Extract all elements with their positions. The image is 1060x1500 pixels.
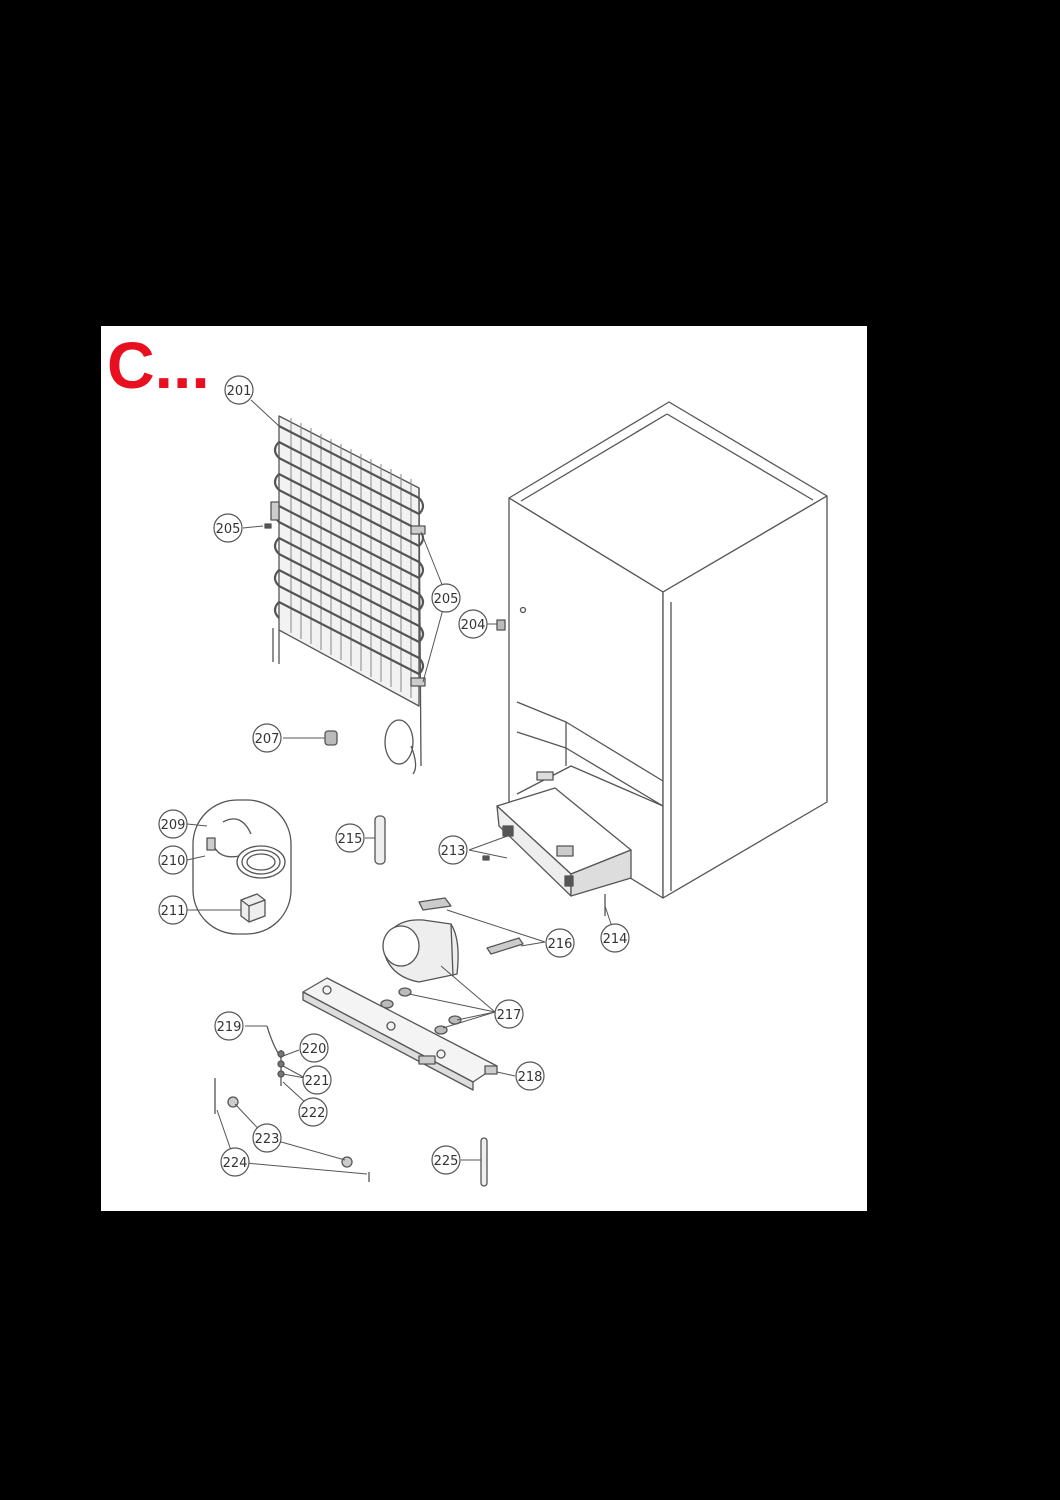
- power-cord-group: [192, 799, 292, 935]
- callout-224: 224: [220, 1147, 250, 1177]
- exploded-parts-diagram: 201 205 205 204 207 209: [158, 375, 828, 1187]
- callout-label: 205: [434, 592, 459, 607]
- callout-label: 209: [161, 818, 186, 833]
- callout-label: 225: [434, 1154, 459, 1169]
- callout-label: 214: [603, 932, 628, 947]
- small-hardware: [214, 1025, 488, 1187]
- callout-label: 223: [255, 1132, 280, 1147]
- callout-205-right: 205: [431, 583, 461, 613]
- callout-219: 219: [214, 1011, 244, 1041]
- callout-label: 216: [548, 937, 573, 952]
- callout-204: 204: [458, 609, 488, 639]
- screw-204: [496, 619, 506, 631]
- callout-217: 217: [494, 999, 524, 1029]
- callout-label: 210: [161, 854, 186, 869]
- callout-214: 214: [600, 923, 630, 953]
- condenser-coil: [264, 415, 426, 775]
- callout-label: 221: [305, 1074, 330, 1089]
- callout-215: 215: [335, 823, 365, 853]
- callout-label: 204: [461, 618, 486, 633]
- callout-216: 216: [545, 928, 575, 958]
- callout-201: 201: [224, 375, 254, 405]
- callout-205: 205: [213, 513, 243, 543]
- callout-label: 217: [497, 1008, 522, 1023]
- callout-221: 221: [302, 1065, 332, 1095]
- callout-label: 215: [338, 832, 363, 847]
- compressor: [380, 897, 524, 1035]
- diagram-sheet: 201 205 205 204 207 209: [101, 326, 867, 1211]
- leader-lines: [186, 399, 616, 1175]
- section-letter: C...: [107, 328, 210, 402]
- callout-220: 220: [299, 1033, 329, 1063]
- callout-label: 205: [216, 522, 241, 537]
- callout-label: 201: [227, 384, 252, 399]
- callout-210: 210: [158, 845, 188, 875]
- callout-label: 213: [441, 844, 466, 859]
- callout-207: 207: [252, 723, 282, 753]
- callout-218: 218: [515, 1061, 545, 1091]
- callout-label: 224: [223, 1156, 248, 1171]
- base-plate: [302, 977, 498, 1091]
- tube-215: [374, 815, 386, 865]
- callout-label: 220: [302, 1042, 327, 1057]
- callout-209: 209: [158, 809, 188, 839]
- callout-211: 211: [158, 895, 188, 925]
- callout-label: 219: [217, 1020, 242, 1035]
- callout-label: 207: [255, 732, 280, 747]
- callout-label: 211: [161, 904, 186, 919]
- callout-223: 223: [252, 1123, 282, 1153]
- drip-tray: [482, 787, 632, 916]
- callouts: 201 205 205 204 207 209: [158, 375, 630, 1177]
- callout-222: 222: [298, 1097, 328, 1127]
- callout-225: 225: [431, 1145, 461, 1175]
- filter-dryer-207: [324, 730, 338, 746]
- callout-label: 222: [301, 1106, 326, 1121]
- callout-label: 218: [518, 1070, 543, 1085]
- callout-213: 213: [438, 835, 468, 865]
